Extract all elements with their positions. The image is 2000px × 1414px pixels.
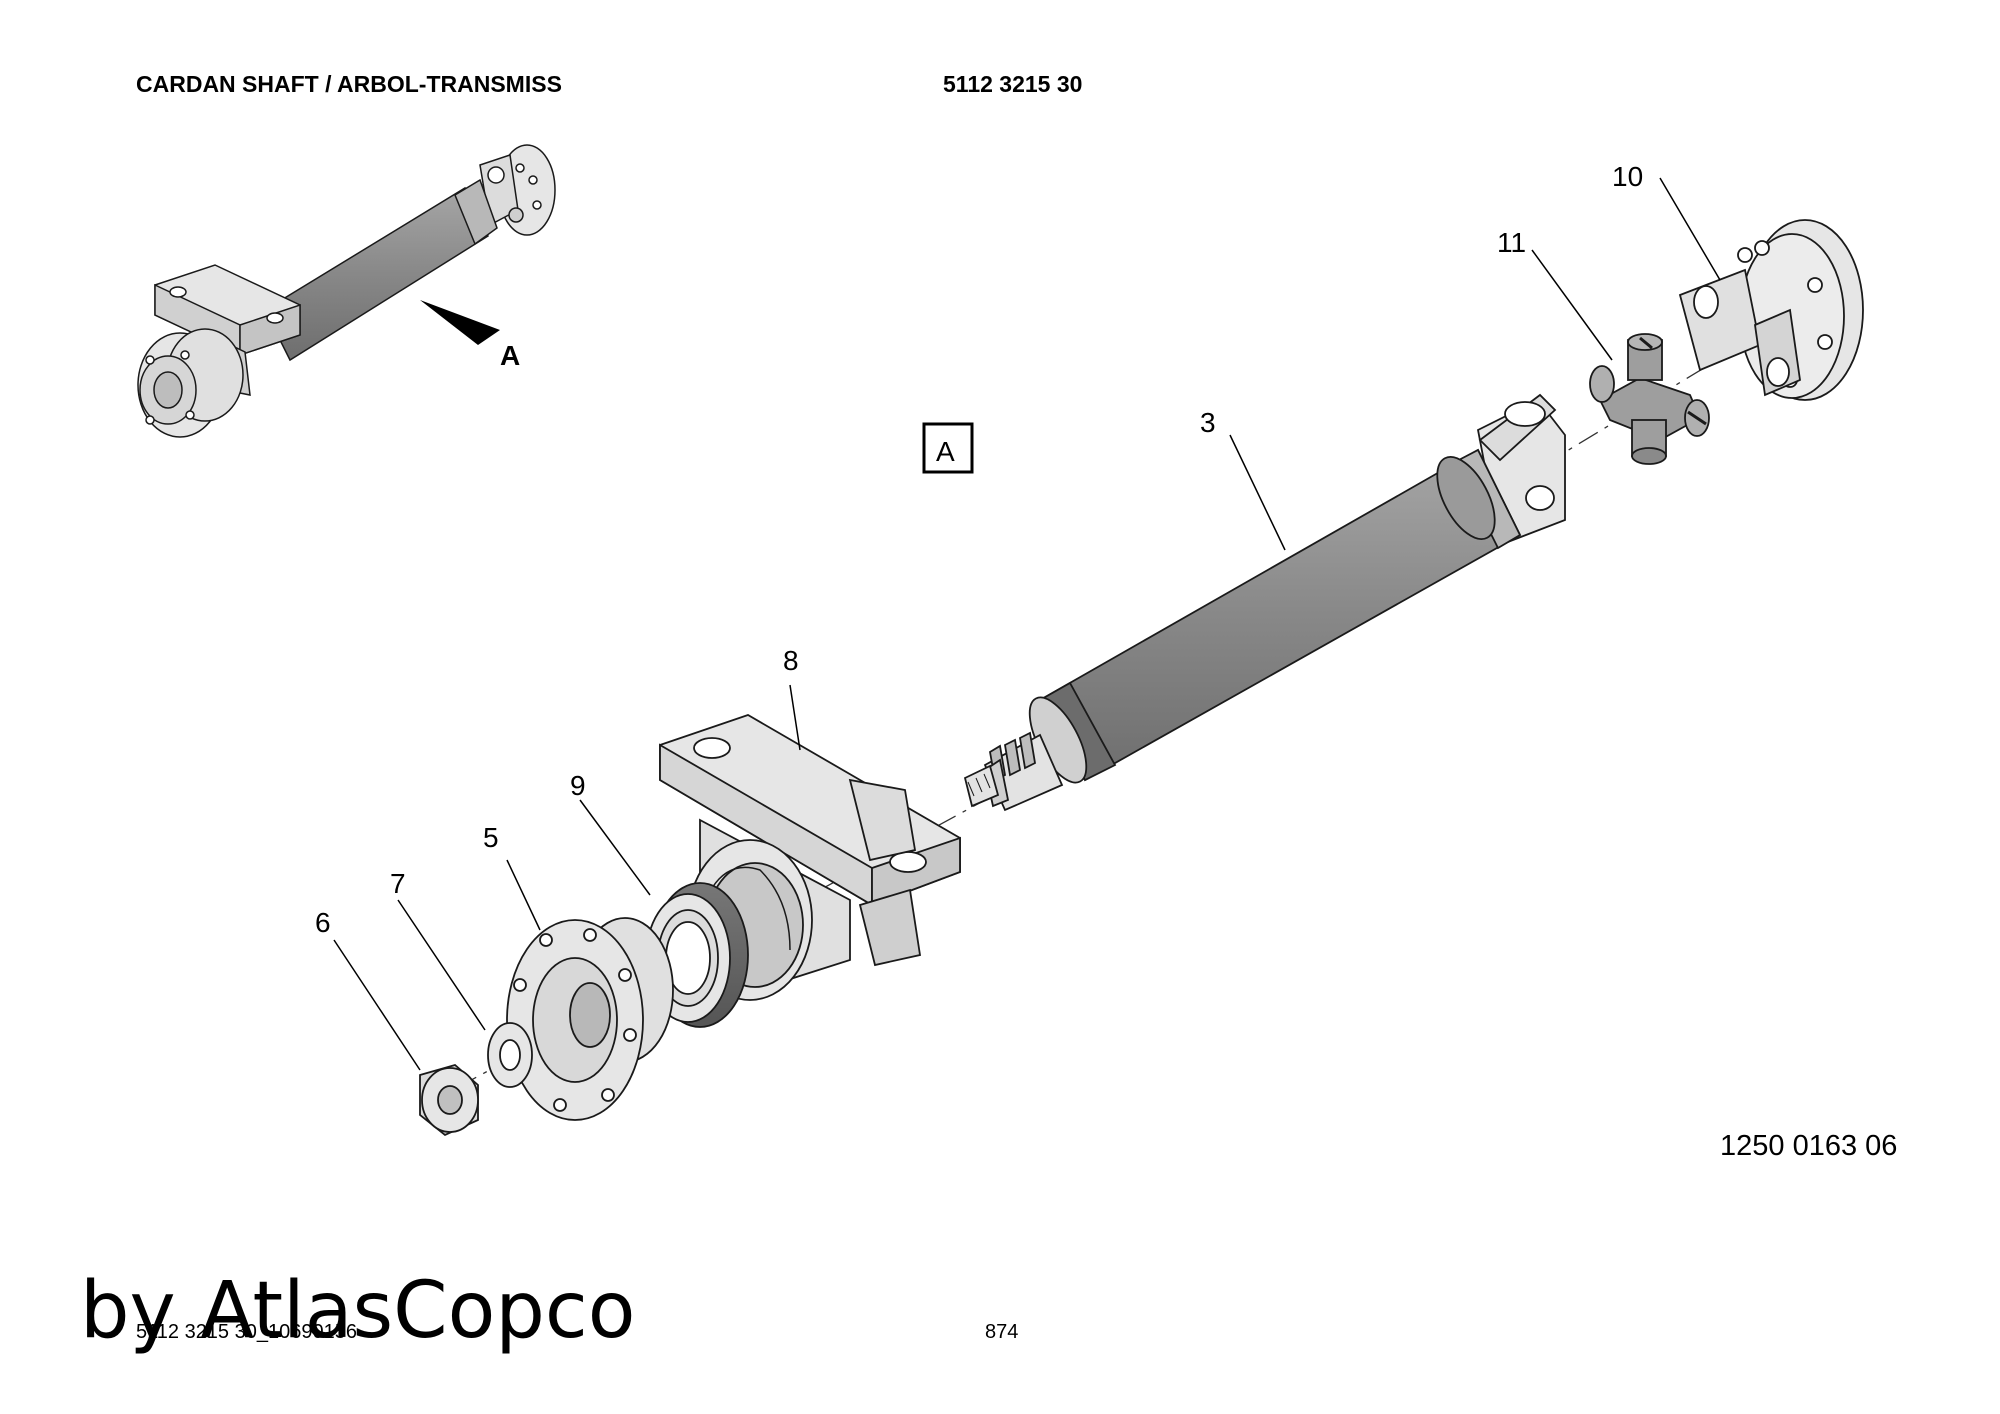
page-title: CARDAN SHAFT / ARBOL-TRANSMISS — [136, 71, 562, 97]
callout-7: 7 — [390, 868, 406, 899]
flange-yoke-part — [1678, 219, 1864, 401]
callout-6: 6 — [315, 907, 331, 938]
callout-9: 9 — [570, 770, 586, 801]
callout-8: 8 — [783, 645, 799, 676]
overview-assembly — [137, 144, 556, 438]
part-number: 5112 3215 30 — [943, 71, 1083, 97]
callout-3: 3 — [1200, 407, 1216, 438]
drawing-number: 1250 0163 06 — [1720, 1130, 1898, 1162]
view-label: A — [936, 436, 955, 467]
page-number: 874 — [985, 1321, 1019, 1343]
companion-flange-part — [506, 917, 674, 1121]
footer-file-reference: 5112 3215 30_10690156 — [136, 1321, 357, 1343]
view-arrow — [420, 300, 500, 345]
view-label-box — [922, 422, 974, 474]
tube-shaft-part — [963, 393, 1566, 812]
washer-part — [487, 1022, 533, 1088]
callout-10: 10 — [1612, 161, 1643, 192]
callout-11: 11 — [1497, 227, 1526, 258]
nut-part — [419, 1064, 479, 1137]
watermark: by AtlasCopco — [80, 1266, 636, 1356]
leader-lines — [333, 177, 1721, 1071]
view-arrow-label: A — [500, 340, 520, 371]
callout-5: 5 — [483, 822, 499, 853]
universal-joint-cross-part — [1589, 333, 1710, 465]
bearing-housing-part — [659, 714, 961, 1001]
